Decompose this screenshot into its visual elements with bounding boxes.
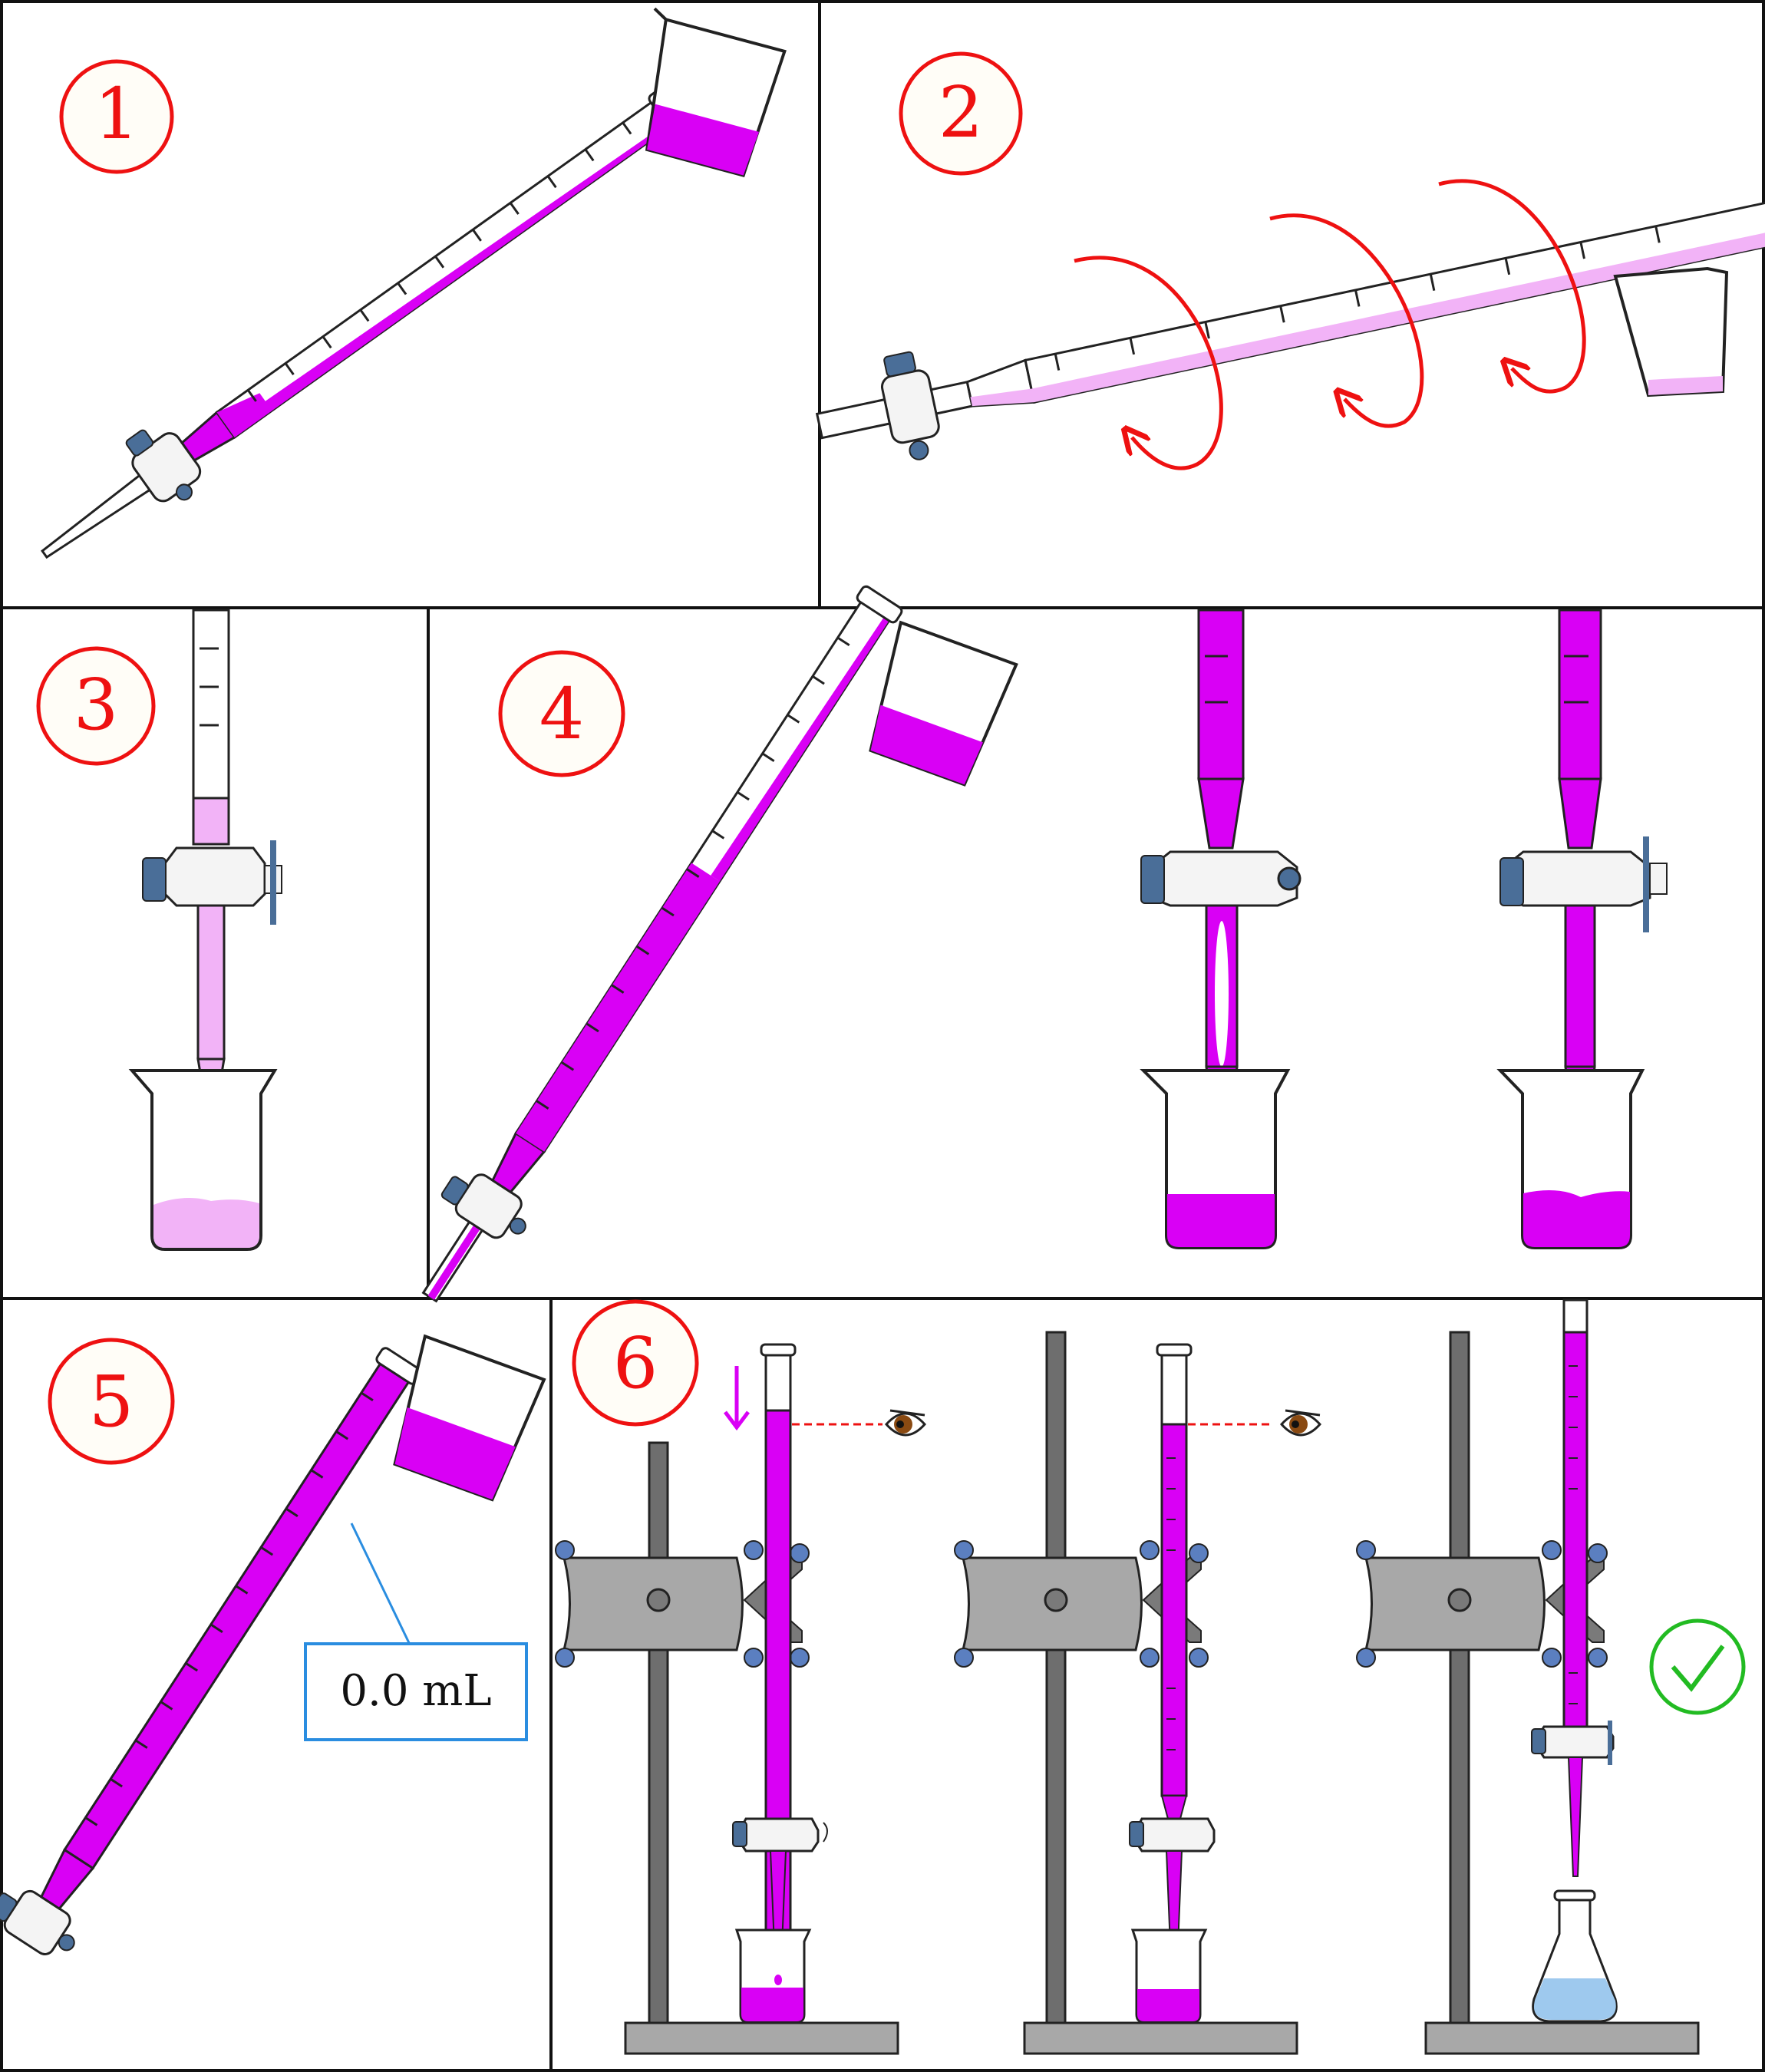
- svg-text:2: 2: [939, 71, 984, 153]
- air-bubble: [1215, 921, 1229, 1067]
- burette-stand-c: [1356, 1298, 1700, 2055]
- eye-icon: [884, 1409, 927, 1437]
- burette-with-air-bubble: [1140, 609, 1301, 1149]
- step-3-marker: 3: [36, 646, 156, 766]
- burette-bubble-removed: [1499, 609, 1668, 1197]
- burette-filled-tilted: [421, 585, 903, 1303]
- burette-horizontal: [815, 199, 1765, 460]
- burette-full-tilted: [0, 1347, 423, 1955]
- reading-label-box: 0.0 mL: [304, 1642, 528, 1741]
- svg-text:1: 1: [94, 73, 140, 155]
- panel-5-fill-to-zero: 5 0.0 mL: [0, 1334, 546, 1955]
- eye-icon: [1279, 1409, 1322, 1437]
- step-1-marker: 1: [59, 59, 174, 174]
- step-2-marker: 2: [899, 51, 1023, 176]
- panel-3-drain-tip: 3: [36, 609, 282, 1251]
- step-4-marker: 4: [498, 650, 625, 777]
- svg-text:4: 4: [539, 673, 585, 755]
- checkmark-icon: [1649, 1618, 1746, 1715]
- burette-tilted: [41, 89, 685, 559]
- rotation-arrow-icon: [1074, 179, 1586, 470]
- svg-text:6: 6: [613, 1322, 658, 1404]
- step-5-marker: 5: [48, 1338, 175, 1465]
- svg-text:3: 3: [74, 664, 119, 746]
- step-6-marker: 6: [572, 1299, 699, 1427]
- svg-text:5: 5: [89, 1361, 134, 1443]
- beaker-collecting: [1496, 1069, 1645, 1249]
- panel-4-fill-remove-bubble: 4: [421, 585, 1668, 1303]
- beaker-collecting: [1140, 1069, 1291, 1249]
- panel-1-rinse-fill: 1: [41, 7, 787, 559]
- panel-6-read-and-mount: 6: [555, 1298, 1746, 2055]
- pouring-beaker: [393, 1334, 546, 1502]
- svg-text:0.0 mL: 0.0 mL: [340, 1666, 491, 1716]
- beaker-small: [1613, 266, 1729, 398]
- panel-2-rotate-rinse: 2: [815, 51, 1765, 470]
- beaker-collecting: [128, 1069, 278, 1251]
- down-arrow-icon: [724, 1366, 750, 1431]
- burette-vertical: [142, 609, 282, 1205]
- burette-stand-b: [954, 1331, 1298, 2055]
- pouring-beaker: [869, 620, 1018, 787]
- burette-stand-a: [555, 1343, 899, 2055]
- reading-leader-line: [350, 1523, 412, 1647]
- pouring-beaker: [645, 7, 787, 177]
